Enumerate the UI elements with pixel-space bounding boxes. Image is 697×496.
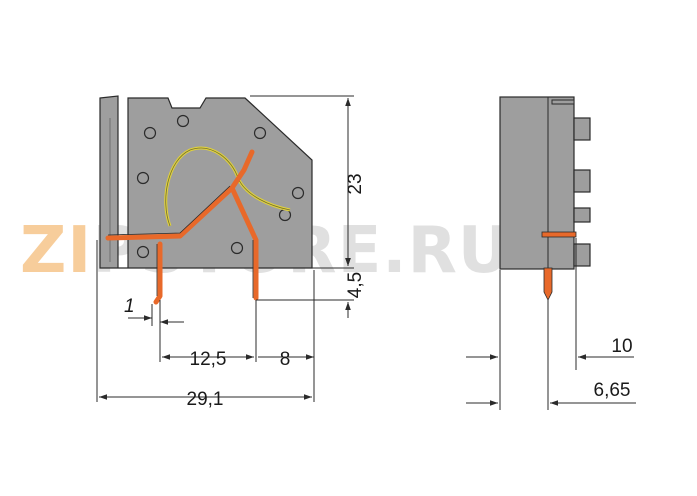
dim-pin-width: 1 <box>124 296 135 317</box>
side-contact <box>541 231 577 238</box>
side-view <box>499 96 591 301</box>
dim-side-offset-b: 6,65 <box>594 380 631 401</box>
dim-pitch: 12,5 <box>190 349 227 370</box>
dim-height-total: 23 <box>345 173 366 194</box>
dim-pin-length: 4,5 <box>345 272 366 298</box>
dim-overall-width: 29,1 <box>187 389 224 410</box>
side-housing <box>499 96 575 270</box>
front-view <box>99 95 313 305</box>
housing-holes <box>136 114 305 259</box>
contact-strip <box>105 149 259 305</box>
dim-pin-offset: 8 <box>280 349 291 370</box>
dimension-lines <box>96 95 636 410</box>
dim-side-offset-a: 10 <box>611 336 632 357</box>
side-pin <box>543 267 553 301</box>
front-housing <box>99 95 313 269</box>
